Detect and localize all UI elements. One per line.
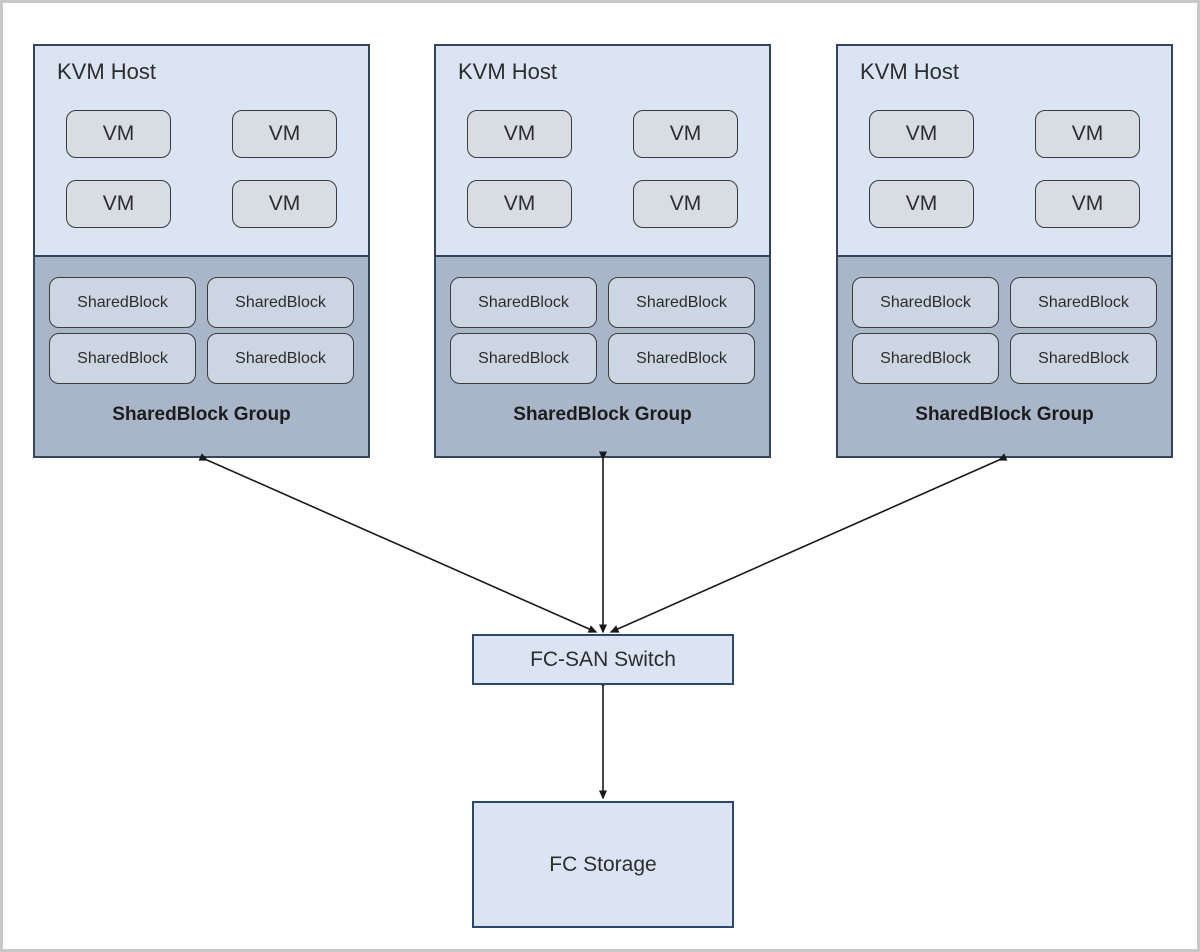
sharedblock-box: SharedBlock [49, 333, 196, 384]
kvm-host-1-title: KVM Host [57, 59, 157, 84]
fc-storage-label: FC Storage [549, 852, 657, 876]
fc-storage: FC Storage [472, 801, 734, 928]
kvm-host-2: KVM Host VM VM VM VM SharedBlock SharedB… [434, 44, 771, 458]
vm-box: VM [232, 180, 337, 228]
vm-box: VM [232, 110, 337, 158]
arrow-group1-switch [198, 453, 598, 633]
vm-box: VM [869, 110, 974, 158]
sharedblock-box: SharedBlock [1010, 333, 1157, 384]
sharedblock-box: SharedBlock [207, 277, 354, 328]
kvm-host-3-title: KVM Host [860, 59, 960, 84]
vm-box: VM [66, 180, 171, 228]
vm-box: VM [1035, 110, 1140, 158]
vm-box: VM [467, 180, 572, 228]
vm-box: VM [869, 180, 974, 228]
sharedblock-group-2-label: SharedBlock Group [513, 404, 692, 425]
vm-box: VM [1035, 180, 1140, 228]
sharedblock-group-1-label: SharedBlock Group [112, 404, 291, 425]
arrow-group3-switch [609, 453, 1008, 633]
sharedblock-box: SharedBlock [852, 333, 999, 384]
sharedblock-box: SharedBlock [1010, 277, 1157, 328]
fc-san-switch: FC-SAN Switch [472, 634, 734, 685]
kvm-host-3: KVM Host VM VM VM VM SharedBlock SharedB… [836, 44, 1173, 458]
sharedblock-group-3-label: SharedBlock Group [915, 404, 1094, 425]
sharedblock-group-3: SharedBlock SharedBlock SharedBlock Shar… [838, 255, 1171, 456]
sharedblock-box: SharedBlock [450, 333, 597, 384]
vm-box: VM [633, 110, 738, 158]
vm-box: VM [633, 180, 738, 228]
sharedblock-box: SharedBlock [450, 277, 597, 328]
vm-box: VM [66, 110, 171, 158]
fc-san-switch-label: FC-SAN Switch [530, 647, 676, 671]
sharedblock-box: SharedBlock [852, 277, 999, 328]
kvm-host-2-title: KVM Host [458, 59, 558, 84]
sharedblock-box: SharedBlock [49, 277, 196, 328]
sharedblock-box: SharedBlock [207, 333, 354, 384]
sharedblock-group-1: SharedBlock SharedBlock SharedBlock Shar… [35, 255, 368, 456]
sharedblock-box: SharedBlock [608, 277, 755, 328]
sharedblock-group-2: SharedBlock SharedBlock SharedBlock Shar… [436, 255, 769, 456]
kvm-host-1: KVM Host VM VM VM VM SharedBlock SharedB… [33, 44, 370, 458]
sharedblock-box: SharedBlock [608, 333, 755, 384]
vm-box: VM [467, 110, 572, 158]
